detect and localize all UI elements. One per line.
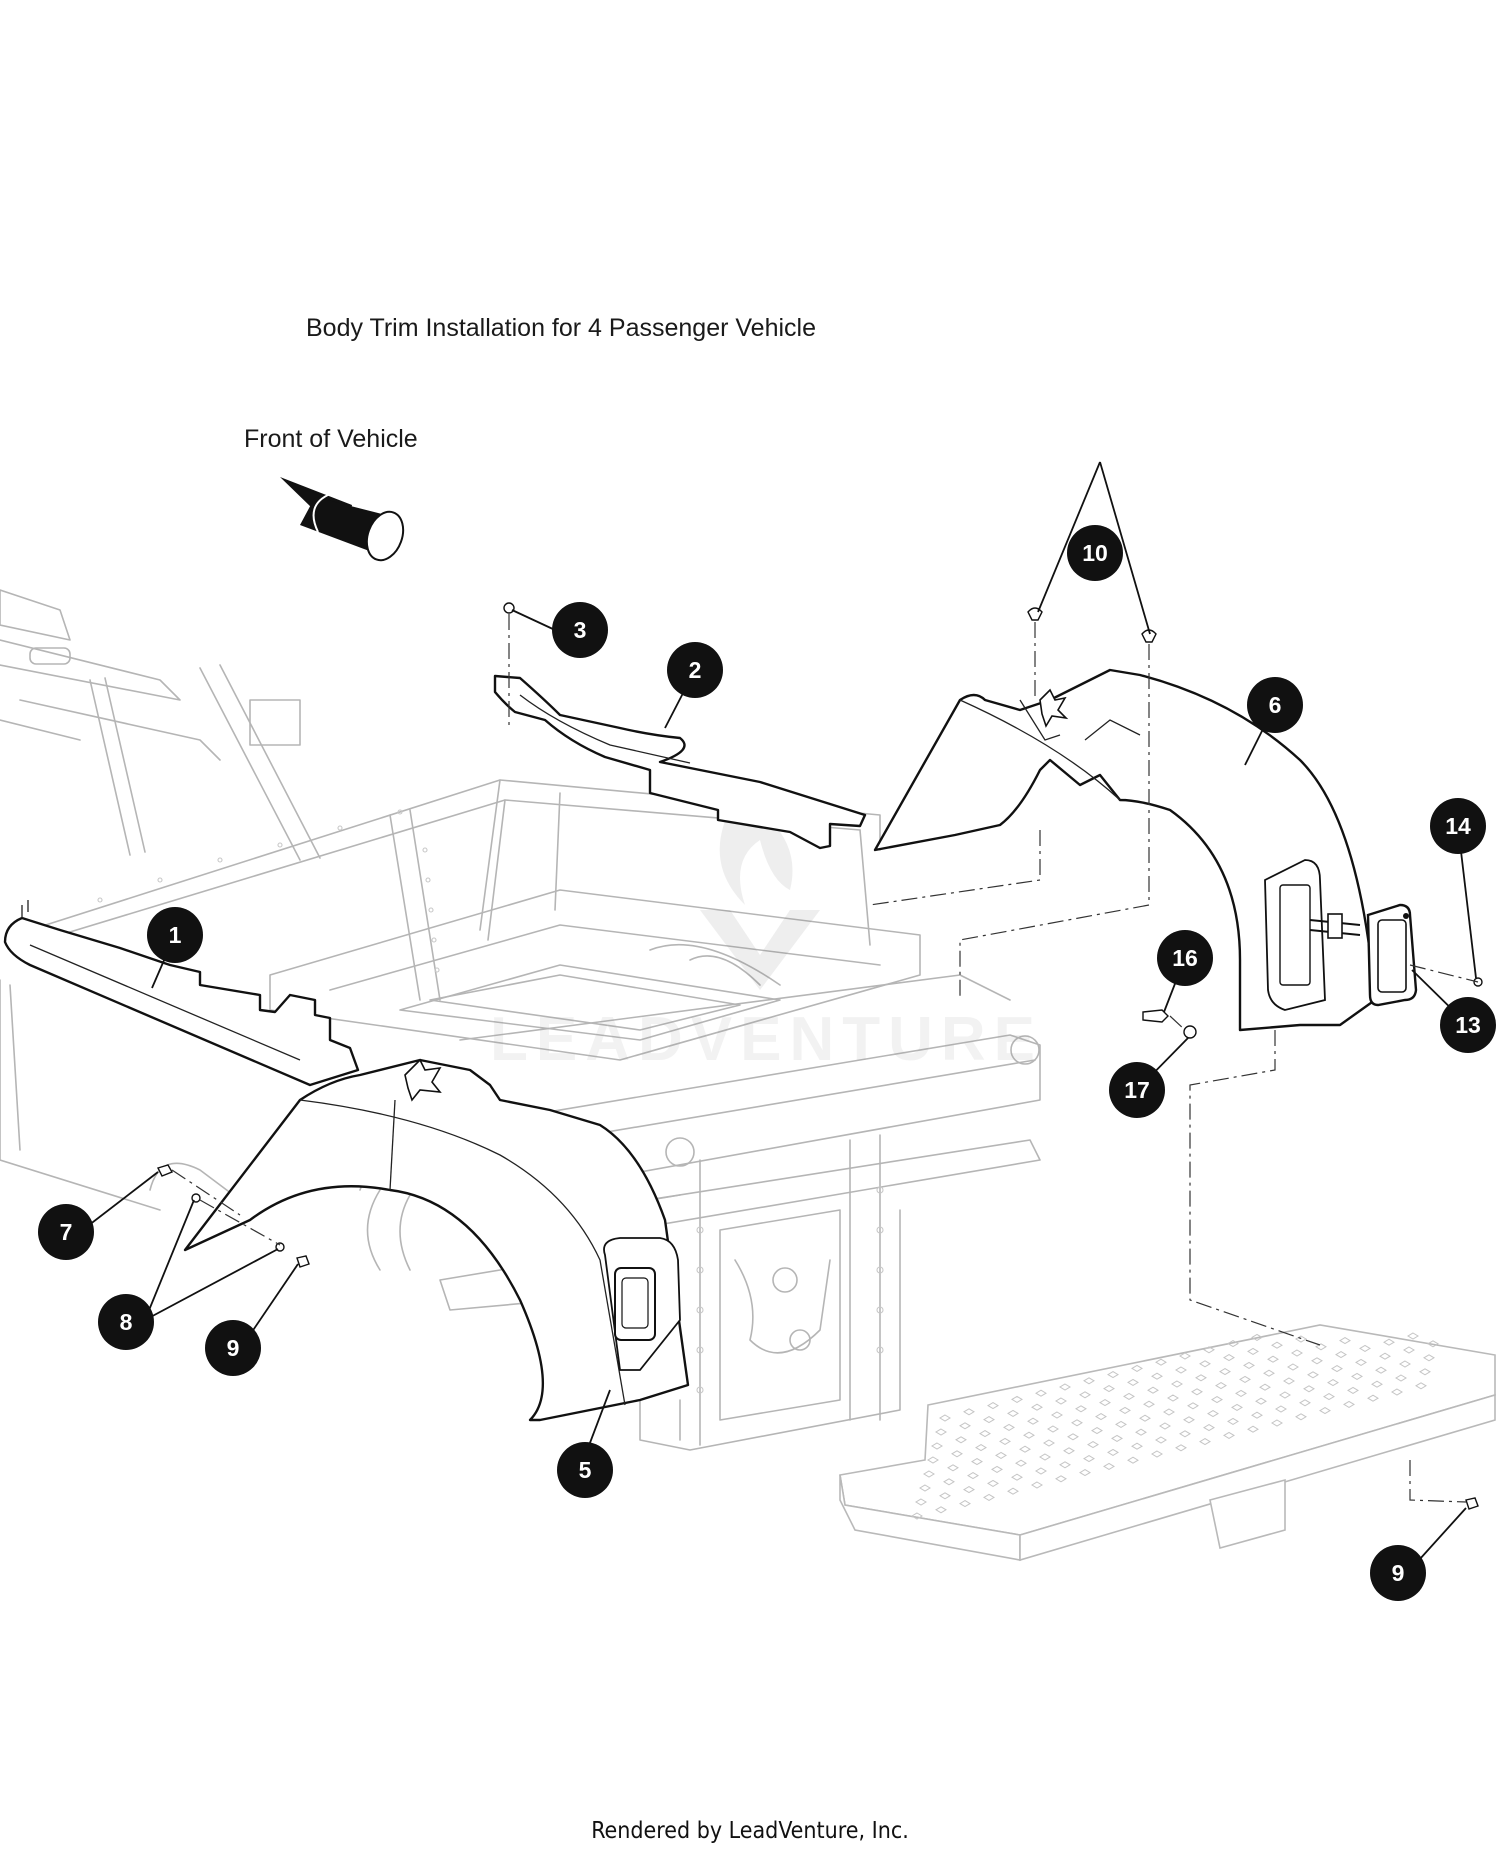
callout-17: 17 <box>1109 1062 1165 1118</box>
callout-16: 16 <box>1157 930 1213 986</box>
callout-2: 2 <box>667 642 723 698</box>
callout-7: 7 <box>38 1204 94 1260</box>
callout-13-label: 13 <box>1455 1012 1481 1038</box>
callout-2-label: 2 <box>689 657 702 683</box>
callout-6: 6 <box>1247 677 1303 733</box>
part-13-tail-light <box>1366 903 1418 1007</box>
callout-6-label: 6 <box>1269 692 1282 718</box>
callout-1: 1 <box>147 907 203 963</box>
callout-13: 13 <box>1440 997 1496 1053</box>
callout-1-label: 1 <box>169 922 182 948</box>
callout-3-label: 3 <box>574 617 587 643</box>
diagram-title: Body Trim Installation for 4 Passenger V… <box>306 314 816 342</box>
svg-text:LEADVENTURE: LEADVENTURE <box>490 1005 1043 1074</box>
leadventure-watermark-icon: LEADVENTURE <box>490 800 1043 1074</box>
callout-8-label: 8 <box>120 1309 133 1335</box>
callout-9b-label: 9 <box>1392 1560 1405 1586</box>
callout-14-label: 14 <box>1445 813 1471 839</box>
assembly-lines <box>171 614 1479 1503</box>
callout-8: 8 <box>98 1294 154 1350</box>
callout-14: 14 <box>1430 798 1486 854</box>
front-of-vehicle-label: Front of Vehicle <box>244 425 418 453</box>
callout-16-label: 16 <box>1172 945 1198 971</box>
step-plate-ghost <box>839 1324 1496 1562</box>
callout-5: 5 <box>557 1442 613 1498</box>
callout-17-label: 17 <box>1124 1077 1150 1103</box>
part-2-trim <box>493 674 867 850</box>
footer-credit: Rendered by LeadVenture, Inc. <box>591 1818 909 1844</box>
part-5-fender <box>183 1058 690 1422</box>
tread-pattern <box>911 1332 1439 1520</box>
vehicle-frame-ghost <box>0 589 1041 1451</box>
callout-9a: 9 <box>205 1320 261 1376</box>
callout-10-label: 10 <box>1082 540 1108 566</box>
callout-5-label: 5 <box>579 1457 592 1483</box>
callout-7-label: 7 <box>60 1219 73 1245</box>
fasteners <box>157 602 1483 1510</box>
part-1-trim <box>3 900 360 1087</box>
callout-9a-label: 9 <box>227 1335 240 1361</box>
callout-10: 10 <box>1067 525 1123 581</box>
callout-9b: 9 <box>1370 1545 1426 1601</box>
front-direction-arrow-icon <box>280 477 405 562</box>
callout-3: 3 <box>552 602 608 658</box>
